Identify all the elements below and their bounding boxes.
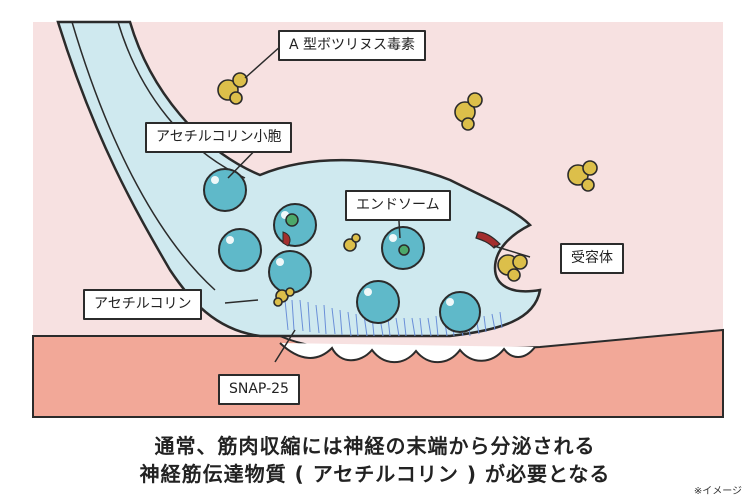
junctional-folds <box>279 342 536 364</box>
toxin-molecules <box>217 72 598 307</box>
vesicle <box>203 168 247 212</box>
receptor-mark <box>475 231 501 249</box>
label-snap25: SNAP-25 <box>218 374 300 405</box>
label-acetylcholine: アセチルコリン <box>83 289 203 320</box>
vesicle <box>439 291 481 333</box>
axon-inner-membrane <box>71 21 216 291</box>
axon-outer-membrane <box>117 21 246 179</box>
caption-line-1: 通常、筋肉収縮には神経の末端から分泌される <box>154 434 596 458</box>
vesicle <box>356 280 400 324</box>
toxin-molecule <box>497 254 528 282</box>
toxin-molecule <box>217 72 248 105</box>
toxin-molecule <box>273 287 295 307</box>
caption-line-2: 神経筋伝達物質 ( アセチルコリン ) が必要となる <box>139 462 611 486</box>
label-receptor: 受容体 <box>560 243 624 274</box>
toxin-in-vesicle <box>285 213 410 256</box>
toxin-molecule <box>343 233 361 252</box>
image-note: ※イメージ <box>693 486 742 497</box>
vesicle-highlights <box>211 176 454 306</box>
label-endosome: エンドソーム <box>345 190 451 221</box>
receptor-mark-small <box>282 231 291 247</box>
toxin-molecule <box>454 92 483 131</box>
toxin-molecule <box>567 160 598 192</box>
vesicle <box>268 250 312 294</box>
label-ach-vesicle: アセチルコリン小胞 <box>145 122 293 153</box>
vesicle <box>218 228 262 272</box>
label-botulinum-toxin: A 型ボツリヌス毒素 <box>278 30 427 61</box>
